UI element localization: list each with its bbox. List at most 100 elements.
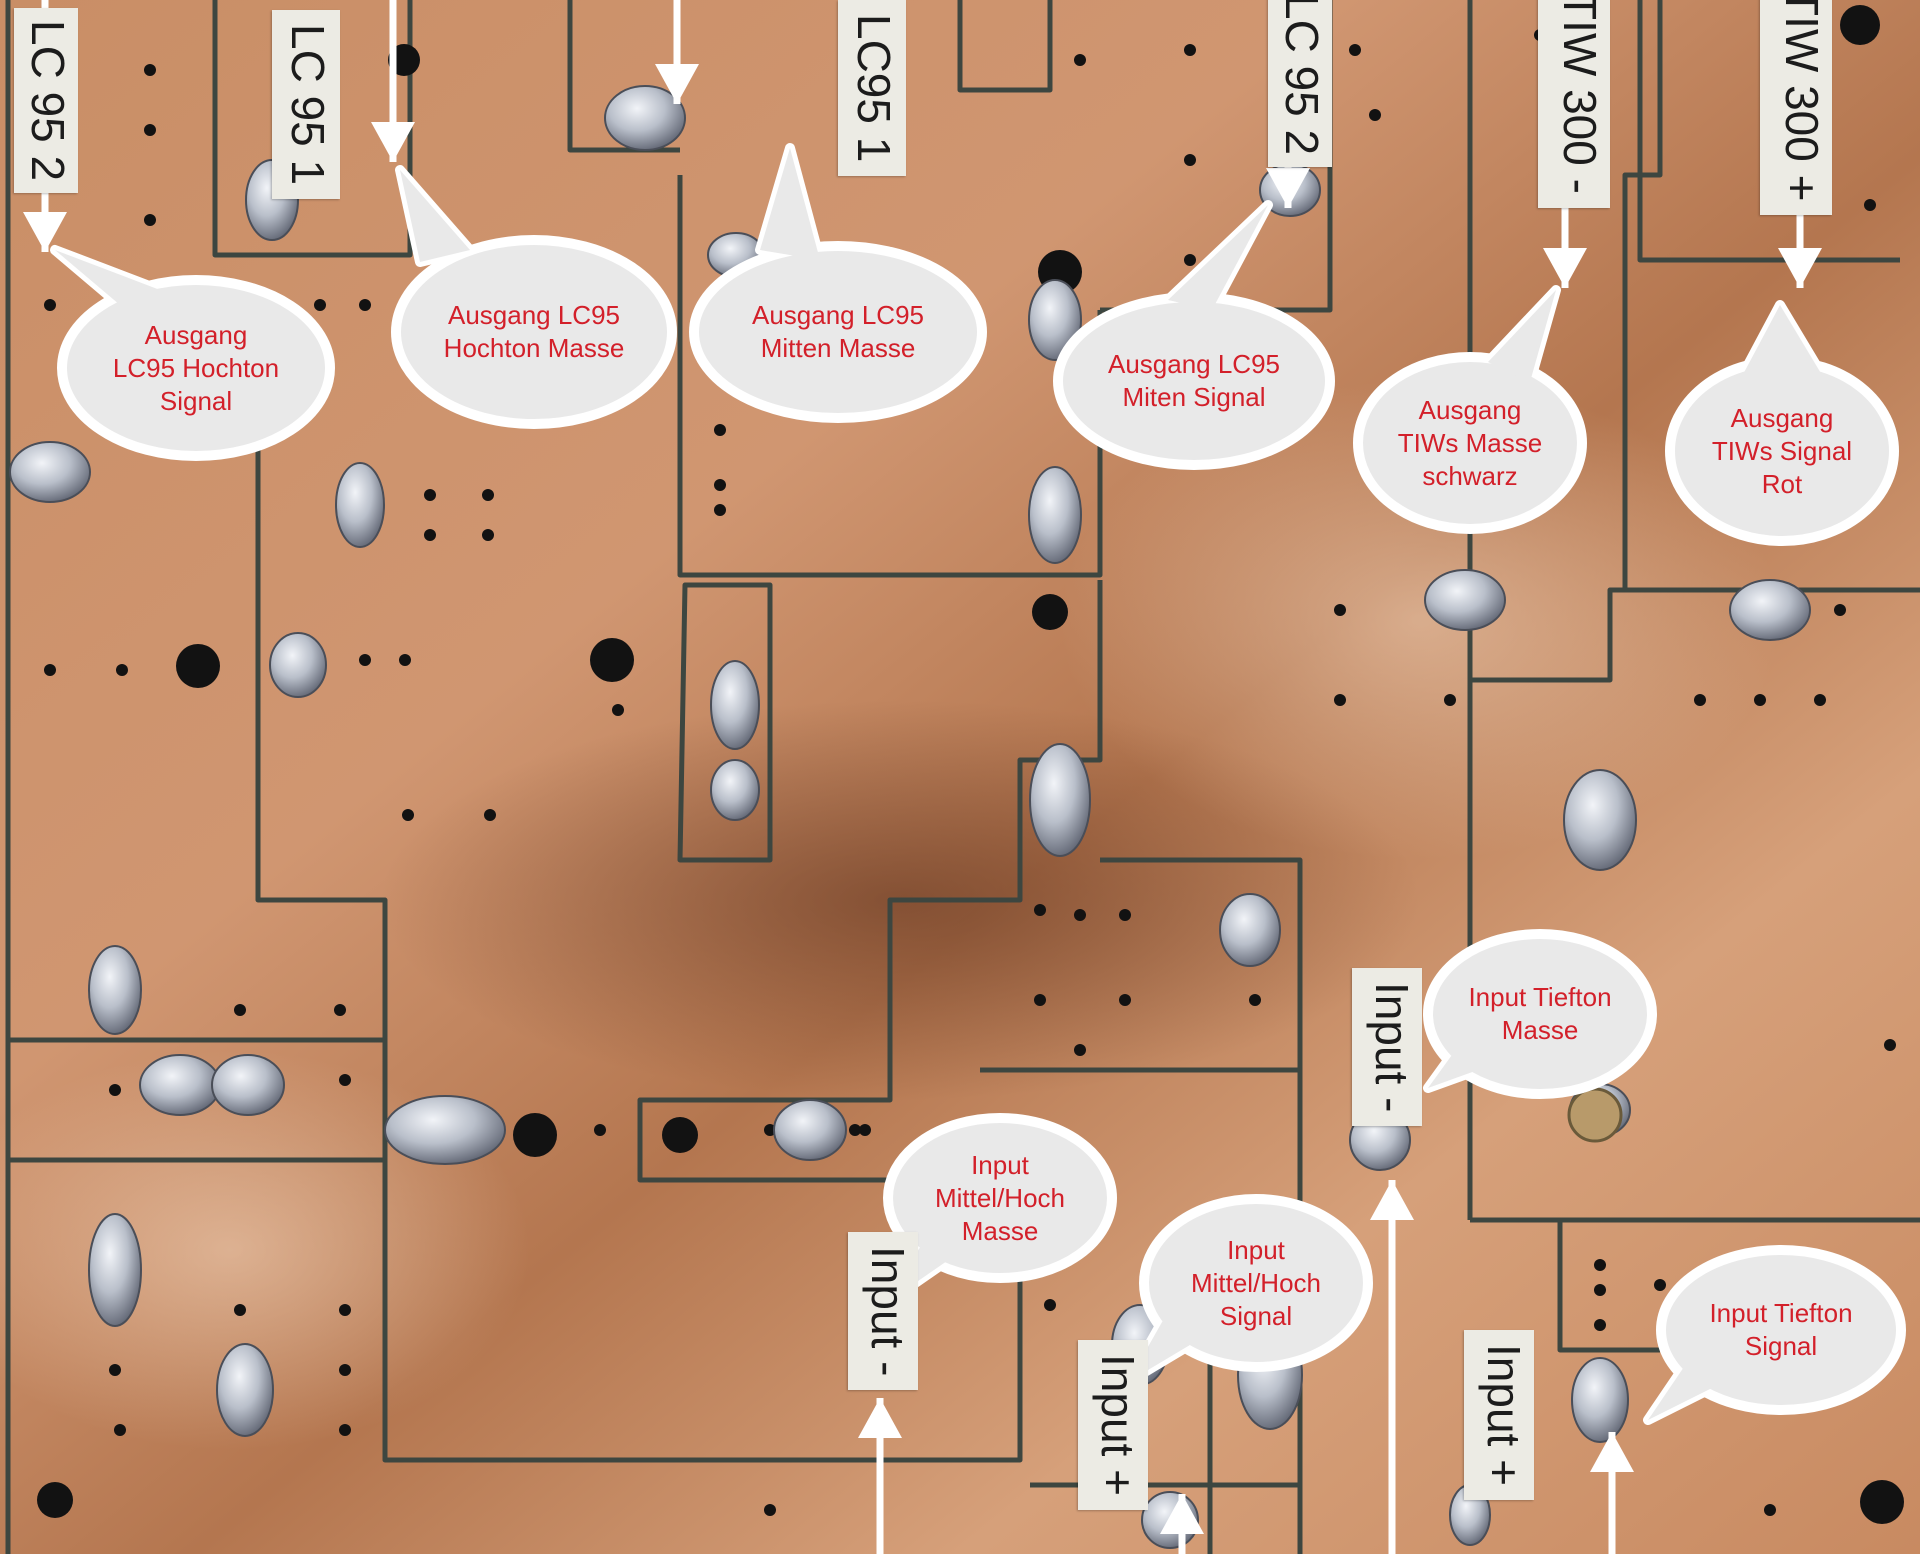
- drill-hole: [482, 529, 494, 541]
- drill-hole: [764, 1504, 776, 1516]
- drill-hole: [109, 1364, 121, 1376]
- drill-hole: [359, 654, 371, 666]
- drill-hole: [44, 664, 56, 676]
- trace-line: [1100, 857, 1303, 1080]
- drill-hole: [144, 64, 156, 76]
- bubble-tail-fill: [1648, 1358, 1712, 1420]
- mounting-hole: [1032, 594, 1068, 630]
- drill-hole: [339, 1424, 351, 1436]
- bubble-body: [1656, 1245, 1906, 1415]
- arrow-head: [1160, 1494, 1204, 1534]
- mounting-hole: [176, 644, 220, 688]
- drill-hole: [1249, 994, 1261, 1006]
- bubble-body: [1139, 1194, 1373, 1372]
- solder-joint: [9, 441, 91, 503]
- drill-hole: [339, 1304, 351, 1316]
- wire-label: LC95 1: [838, 0, 906, 177]
- solder-joint: [88, 1213, 142, 1327]
- drill-hole: [1884, 1039, 1896, 1051]
- solder-joint: [1028, 466, 1082, 564]
- solder-joint: [88, 945, 142, 1035]
- solder-joint: [604, 85, 686, 151]
- mounting-hole: [1860, 1480, 1904, 1524]
- trace-line: [677, 582, 773, 863]
- wire-label: LC 95 2: [1268, 0, 1332, 168]
- drill-hole: [114, 1424, 126, 1436]
- drill-hole: [116, 664, 128, 676]
- drill-hole: [1119, 994, 1131, 1006]
- drill-hole: [1119, 909, 1131, 921]
- arrow-head: [1370, 1180, 1414, 1220]
- bubble-body: [57, 275, 335, 461]
- drill-hole: [1184, 154, 1196, 166]
- wire-label: TIW 300 -: [1538, 0, 1610, 208]
- drill-hole: [1764, 1504, 1776, 1516]
- speech-bubbles: [50, 143, 1906, 1425]
- drill-hole: [1184, 254, 1196, 266]
- drill-hole: [1074, 1044, 1086, 1056]
- drill-hole: [1444, 694, 1456, 706]
- arrow-head: [1778, 248, 1822, 288]
- drill-hole: [859, 1124, 871, 1136]
- drill-hole: [1334, 604, 1346, 616]
- solder-joint: [216, 1343, 274, 1437]
- bubble-tail-fill: [1168, 205, 1268, 310]
- solder-joint: [1219, 893, 1281, 967]
- bubble-body: [391, 235, 677, 429]
- drill-hole: [144, 214, 156, 226]
- drill-hole: [612, 704, 624, 716]
- arrow-head: [23, 212, 67, 252]
- drill-hole: [144, 124, 156, 136]
- drill-hole: [1594, 1319, 1606, 1331]
- solder-joint: [1028, 279, 1082, 361]
- bubble-tail-fill: [55, 250, 160, 305]
- bubble-body: [1353, 352, 1587, 534]
- drill-hole: [849, 1124, 861, 1136]
- drill-hole: [1184, 44, 1196, 56]
- solder-joint: [269, 632, 327, 698]
- solder-joint: [710, 660, 760, 750]
- arrow-head: [1543, 248, 1587, 288]
- drill-hole: [424, 489, 436, 501]
- solder-joint: [1424, 569, 1506, 631]
- bubble-body: [689, 241, 987, 423]
- drill-hole: [234, 1304, 246, 1316]
- arrow-head: [655, 64, 699, 104]
- drill-hole: [1834, 604, 1846, 616]
- screw-head: [1567, 1087, 1623, 1143]
- drill-hole: [234, 1004, 246, 1016]
- drill-hole: [764, 1124, 776, 1136]
- mounting-hole: [513, 1113, 557, 1157]
- solder-joint: [773, 1099, 847, 1161]
- mounting-hole: [37, 1482, 73, 1518]
- drill-hole: [109, 1084, 121, 1096]
- trace-line: [957, 0, 1053, 93]
- drill-hole: [1754, 694, 1766, 706]
- arrow-head: [1590, 1432, 1634, 1472]
- drill-hole: [1034, 904, 1046, 916]
- drill-hole: [1594, 1259, 1606, 1271]
- solder-joint: [1563, 769, 1637, 871]
- drill-hole: [402, 809, 414, 821]
- drill-hole: [1034, 994, 1046, 1006]
- drill-hole: [1814, 694, 1826, 706]
- drill-hole: [714, 504, 726, 516]
- drill-hole: [359, 299, 371, 311]
- solder-joints: [9, 85, 1811, 1549]
- drill-hole: [714, 479, 726, 491]
- drill-hole: [424, 529, 436, 541]
- drill-hole: [1369, 109, 1381, 121]
- drill-hole: [334, 1004, 346, 1016]
- arrow-head: [1266, 168, 1310, 208]
- bubble-tail-fill: [400, 170, 470, 262]
- drill-hole: [482, 489, 494, 501]
